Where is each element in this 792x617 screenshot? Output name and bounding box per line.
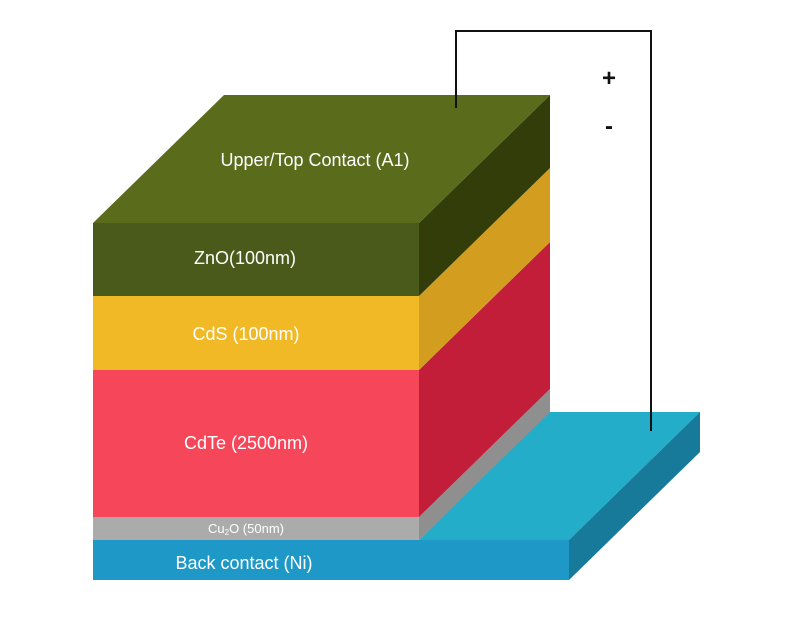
top-contact-face: [93, 95, 550, 223]
cu2o-front-face: [93, 517, 419, 540]
back-contact-top-face-full: [419, 412, 700, 540]
minus-sign: -: [605, 113, 613, 140]
cds-label: CdS (100nm): [192, 324, 299, 344]
top-contact-label: Upper/Top Contact (A1): [220, 150, 409, 170]
circuit-wire: [455, 30, 652, 431]
cds-side-face: [419, 168, 550, 370]
zno-label: ZnO(100nm): [194, 248, 296, 268]
cdte-front-face: [93, 370, 419, 517]
cu2o-side-face: [419, 389, 550, 540]
cds-front-face: [93, 296, 419, 370]
cdte-label: CdTe (2500nm): [184, 433, 308, 453]
back-contact-label: Back contact (Ni): [175, 553, 312, 573]
cdte-side-face: [419, 242, 550, 517]
back-contact-front-face: [93, 540, 569, 580]
zno-front-face: [93, 223, 419, 296]
back-contact-side-face: [569, 412, 700, 580]
plus-sign: +: [602, 65, 616, 92]
zno-side-face: [419, 95, 550, 296]
cu2o-label: Cu2O (50nm): [208, 521, 284, 537]
